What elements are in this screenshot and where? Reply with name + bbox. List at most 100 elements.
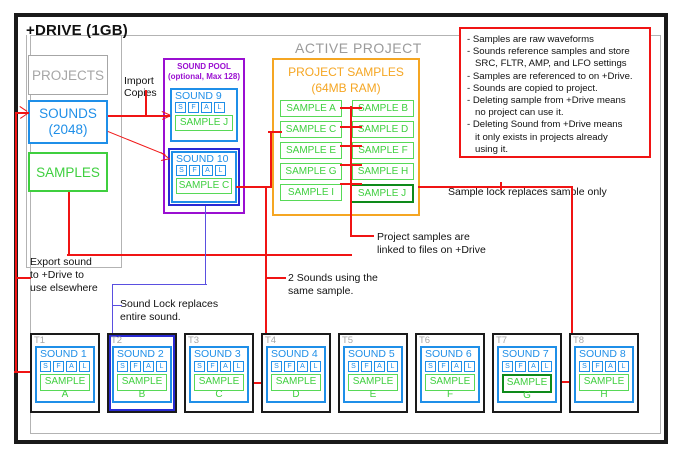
annotation-project-samples-linked: Project samples are linked to files on +… bbox=[377, 231, 486, 257]
samples-box[interactable]: SAMPLES bbox=[28, 152, 108, 192]
note-item: - Sounds are copied to project. bbox=[467, 82, 598, 94]
track-sound-card[interactable]: SOUND 1 S F A L SAMPLE A bbox=[35, 346, 95, 403]
connector-ps-spine bbox=[350, 106, 352, 236]
annotation-line2: to +Drive to bbox=[30, 269, 84, 281]
sound-params: S F A L bbox=[345, 361, 401, 372]
track-id: T8 bbox=[573, 335, 585, 346]
track-id: T2 bbox=[111, 335, 123, 346]
project-sample-cell-locked[interactable]: SAMPLE J bbox=[350, 184, 414, 203]
track-sound-card[interactable]: SOUND 2 S F A L SAMPLE B bbox=[112, 346, 172, 403]
sounds-box[interactable]: SOUNDS (2048) bbox=[28, 100, 108, 144]
annotation-line2: same sample. bbox=[288, 285, 354, 297]
param-lfo-icon: L bbox=[214, 102, 225, 113]
param-fltr-icon: F bbox=[53, 361, 64, 372]
track-sample-slot: SAMPLE F bbox=[425, 374, 475, 400]
sound-name: SOUND 4 bbox=[271, 348, 318, 360]
track-T8[interactable]: T8 SOUND 8 S F A L SAMPLE H bbox=[569, 333, 639, 413]
param-fltr-icon: F bbox=[207, 361, 218, 372]
drive-column-frame bbox=[26, 35, 122, 268]
param-src-icon: S bbox=[425, 361, 436, 372]
track-sample-slot-locked: SAMPLE G bbox=[502, 374, 552, 401]
connector-export-into-sounds bbox=[15, 112, 29, 114]
track-id: T5 bbox=[342, 335, 354, 346]
project-sample-cell[interactable]: SAMPLE D bbox=[352, 121, 414, 138]
project-sample-cell[interactable]: SAMPLE G bbox=[280, 163, 342, 180]
connector-import-tick bbox=[145, 90, 147, 116]
connector-soundlock-v2 bbox=[112, 284, 113, 381]
connector-soundlock-leader bbox=[112, 305, 122, 306]
annotation-sound-lock: Sound Lock replaces entire sound. bbox=[120, 298, 218, 324]
sound-params: S F A L bbox=[37, 361, 93, 372]
sound-pool-card-9[interactable]: SOUND 9 S F A L SAMPLE J bbox=[170, 88, 238, 142]
connector-two-sounds-leader bbox=[266, 277, 286, 279]
param-amp-icon: A bbox=[374, 361, 385, 372]
connector-into-sample-c bbox=[268, 131, 282, 133]
project-samples-title-line2: (64MB RAM) bbox=[311, 81, 381, 95]
track-sound-card[interactable]: SOUND 6 S F A L SAMPLE F bbox=[420, 346, 480, 403]
track-sound-card[interactable]: SOUND 7 S F A L SAMPLE G bbox=[497, 346, 557, 403]
track-sample-slot: SAMPLE D bbox=[271, 374, 321, 400]
projects-box[interactable]: PROJECTS bbox=[28, 55, 108, 95]
track-sample-slot: SAMPLE H bbox=[579, 374, 629, 400]
param-src-icon: S bbox=[579, 361, 590, 372]
project-sample-cell[interactable]: SAMPLE H bbox=[352, 163, 414, 180]
track-T5[interactable]: T5 SOUND 5 S F A L SAMPLE E bbox=[338, 333, 408, 413]
track-T7[interactable]: T7 SOUND 7 S F A L SAMPLE G bbox=[492, 333, 562, 413]
sound-pool-card-10[interactable]: SOUND 10 S F A L SAMPLE C bbox=[171, 151, 237, 203]
sound-sample-slot: SAMPLE J bbox=[175, 115, 233, 131]
connector-soundlock-h bbox=[112, 284, 207, 285]
notes-box: - Samples are raw waveforms - Sounds ref… bbox=[459, 27, 651, 158]
project-sample-cell[interactable]: SAMPLE E bbox=[280, 142, 342, 159]
tracks-row: T1 SOUND 1 S F A L SAMPLE A T2 SOUND 2 S… bbox=[30, 333, 650, 413]
track-id: T1 bbox=[34, 335, 46, 346]
annotation-two-sounds: 2 Sounds using the same sample. bbox=[288, 272, 378, 298]
active-project-frame bbox=[30, 35, 661, 434]
project-sample-cell[interactable]: SAMPLE A bbox=[280, 100, 342, 117]
param-lfo-icon: L bbox=[541, 361, 552, 372]
param-lfo-icon: L bbox=[215, 165, 226, 176]
project-sample-cell[interactable]: SAMPLE B bbox=[352, 100, 414, 117]
sound-params: S F A L bbox=[268, 361, 324, 372]
projects-label: PROJECTS bbox=[31, 67, 104, 83]
import-line2: Copies bbox=[124, 87, 157, 99]
project-sample-cell[interactable]: SAMPLE C bbox=[280, 121, 342, 138]
sound-params: S F A L bbox=[173, 165, 235, 176]
project-sample-cell[interactable]: SAMPLE F bbox=[352, 142, 414, 159]
sound-pool-title: SOUND POOL (optional, Max 128) bbox=[166, 62, 242, 82]
param-amp-icon: A bbox=[605, 361, 616, 372]
param-src-icon: S bbox=[502, 361, 513, 372]
param-fltr-icon: F bbox=[515, 361, 526, 372]
track-sound-card[interactable]: SOUND 3 S F A L SAMPLE C bbox=[189, 346, 249, 403]
sound-name: SOUND 6 bbox=[425, 348, 472, 360]
track-T1[interactable]: T1 SOUND 1 S F A L SAMPLE A bbox=[30, 333, 100, 413]
track-sound-card[interactable]: SOUND 5 S F A L SAMPLE E bbox=[343, 346, 403, 403]
param-amp-icon: A bbox=[297, 361, 308, 372]
param-amp-icon: A bbox=[143, 361, 154, 372]
track-sound-card[interactable]: SOUND 4 S F A L SAMPLE D bbox=[266, 346, 326, 403]
track-sample-slot: SAMPLE A bbox=[40, 374, 90, 400]
sound-name: SOUND 2 bbox=[117, 348, 164, 360]
track-T3[interactable]: T3 SOUND 3 S F A L SAMPLE C bbox=[184, 333, 254, 413]
project-sample-cell[interactable]: SAMPLE I bbox=[280, 184, 342, 201]
note-item: no project can use it. bbox=[467, 107, 564, 119]
project-samples-title: PROJECT SAMPLES (64MB RAM) bbox=[276, 64, 416, 96]
track-T2[interactable]: T2 SOUND 2 S F A L SAMPLE B bbox=[107, 333, 177, 413]
connector-export-v bbox=[15, 112, 17, 373]
connector-sample-lock-to-t7 bbox=[555, 381, 573, 383]
track-sound-card[interactable]: SOUND 8 S F A L SAMPLE H bbox=[574, 346, 634, 403]
track-T6[interactable]: T6 SOUND 6 S F A L SAMPLE F bbox=[415, 333, 485, 413]
track-sample-slot: SAMPLE B bbox=[117, 374, 167, 400]
param-src-icon: S bbox=[40, 361, 51, 372]
sound-name: SOUND 9 bbox=[175, 90, 222, 102]
track-id: T4 bbox=[265, 335, 277, 346]
project-samples-title-line1: PROJECT SAMPLES bbox=[288, 65, 404, 79]
param-amp-icon: A bbox=[66, 361, 77, 372]
connector-samples-right bbox=[67, 254, 352, 256]
param-lfo-icon: L bbox=[233, 361, 244, 372]
track-T4[interactable]: T4 SOUND 4 S F A L SAMPLE D bbox=[261, 333, 331, 413]
connector-sound10-sample-riser bbox=[270, 132, 272, 188]
param-amp-icon: A bbox=[451, 361, 462, 372]
param-lfo-icon: L bbox=[464, 361, 475, 372]
track-id: T7 bbox=[496, 335, 508, 346]
param-lfo-icon: L bbox=[310, 361, 321, 372]
